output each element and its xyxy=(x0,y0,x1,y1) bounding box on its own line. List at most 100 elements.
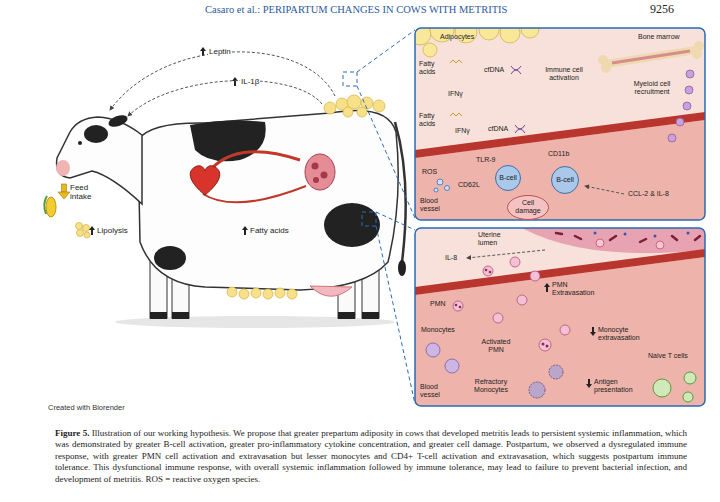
b-cell-circle: B-cell xyxy=(551,166,579,194)
cell-label: Refractory Monocytes xyxy=(464,378,518,394)
process-label: Myeloid cell recruitment xyxy=(626,80,678,96)
cell-label: PMN xyxy=(430,300,446,308)
pmn-nucleus xyxy=(485,269,488,272)
fat-icon xyxy=(83,225,90,232)
pmn-nucleus xyxy=(489,271,492,274)
change-arrow xyxy=(89,226,95,230)
inset-callout xyxy=(362,212,376,226)
uterus-vessel-inset xyxy=(415,257,705,406)
bacteria xyxy=(556,233,700,242)
fat-icon xyxy=(76,223,83,230)
change-arrow xyxy=(242,226,248,230)
metabolite-label: Fatty acids xyxy=(419,60,447,76)
fatty-acid-chain xyxy=(450,60,462,116)
cow-illustration xyxy=(190,166,220,195)
process-label: Immune cell activation xyxy=(543,66,585,82)
molecule-label: ROS xyxy=(422,168,437,176)
adipose-tissue-inset xyxy=(415,28,705,220)
decrease-arrow xyxy=(58,184,70,199)
adipocyte xyxy=(415,28,539,57)
cow-illustration xyxy=(56,95,406,328)
dna-helix xyxy=(511,66,521,74)
bacteria xyxy=(610,236,616,240)
adipose-tissue-inset xyxy=(415,112,705,158)
bacteria xyxy=(672,236,677,240)
pmn-cell xyxy=(596,239,604,247)
cell-damage-blob: Cell damage xyxy=(507,195,549,220)
node-text: B-cell xyxy=(499,174,517,182)
pmn-nucleus xyxy=(546,345,549,348)
b-cell-circle: B-cell xyxy=(495,165,521,191)
pmn-cell xyxy=(656,241,664,249)
cow-illustration xyxy=(84,125,108,143)
cell-damage-blob-outline xyxy=(508,195,549,219)
bone-symbol xyxy=(601,63,611,73)
bone-symbol xyxy=(606,50,696,64)
cow-illustration xyxy=(312,163,319,170)
change-arrow xyxy=(244,230,246,235)
process-label: Antigen presentation xyxy=(594,378,646,394)
pmn-nucleus xyxy=(542,343,545,346)
pmn-cell xyxy=(453,257,570,351)
pmn-cell xyxy=(483,266,493,276)
molecule-label: cfDNA xyxy=(488,125,508,133)
pmn-cell xyxy=(539,339,551,351)
t-cell xyxy=(653,372,696,402)
myeloid-cell xyxy=(676,118,684,126)
fat-deposit xyxy=(373,100,385,112)
cow-illustration xyxy=(190,121,266,162)
myeloid-cell xyxy=(668,134,676,142)
pmn-nucleus xyxy=(455,269,549,348)
metabolite-label: Fatty acids xyxy=(419,112,447,128)
cell-label: Activated PMN xyxy=(476,338,516,354)
receptor-label: CD62L xyxy=(458,181,480,189)
bone-symbol xyxy=(598,41,704,73)
fatty-acid-chain xyxy=(450,60,462,63)
ros-bubble xyxy=(437,179,443,185)
pmn-nucleus xyxy=(459,306,462,309)
feed-icon xyxy=(46,197,56,217)
systemic-signal-arrows xyxy=(128,81,322,116)
refractory-monocyte xyxy=(549,365,563,379)
b-cell-circle-outline xyxy=(496,166,521,191)
cow-illustration xyxy=(138,110,398,290)
cytokine-label: IFNγ xyxy=(448,90,463,98)
cow-illustration xyxy=(362,312,379,319)
cow-illustration xyxy=(172,312,189,319)
cow-illustration xyxy=(78,141,82,145)
fat-icon xyxy=(77,230,84,237)
adipose-tissue-inset xyxy=(415,28,705,220)
pmn-cell xyxy=(560,325,570,335)
refractory-monocyte xyxy=(529,365,563,398)
cow-illustration xyxy=(398,260,406,276)
change-arrow xyxy=(592,327,594,332)
change-arrow xyxy=(544,283,596,388)
monocyte xyxy=(445,359,459,373)
cow-illustration xyxy=(338,312,355,319)
pmn-cell xyxy=(517,295,527,305)
cow-illustration xyxy=(324,203,380,247)
cow-illustration xyxy=(203,186,306,202)
node-text-box: B-cell xyxy=(556,176,574,184)
pmn-cell xyxy=(453,301,463,311)
change-arrow xyxy=(544,283,550,287)
bacteria xyxy=(654,235,657,238)
feed-icon xyxy=(44,196,56,217)
fatty-acid-chain xyxy=(450,113,462,116)
myeloid-cell xyxy=(683,102,691,110)
cow-illustration xyxy=(57,117,142,204)
adipocyte xyxy=(500,28,520,43)
cow-illustration xyxy=(154,246,186,270)
fat-deposit xyxy=(357,107,367,117)
cow-illustration xyxy=(107,113,129,129)
fat-deposit xyxy=(251,288,261,298)
pmn-cell xyxy=(493,313,503,323)
bacteria xyxy=(594,232,597,235)
inset-callout xyxy=(357,86,415,218)
fat-deposit xyxy=(275,288,285,298)
monocyte xyxy=(426,343,459,373)
uterus-vessel-inset xyxy=(415,249,705,295)
refractory-monocyte xyxy=(529,382,545,398)
adipocyte xyxy=(521,28,539,38)
